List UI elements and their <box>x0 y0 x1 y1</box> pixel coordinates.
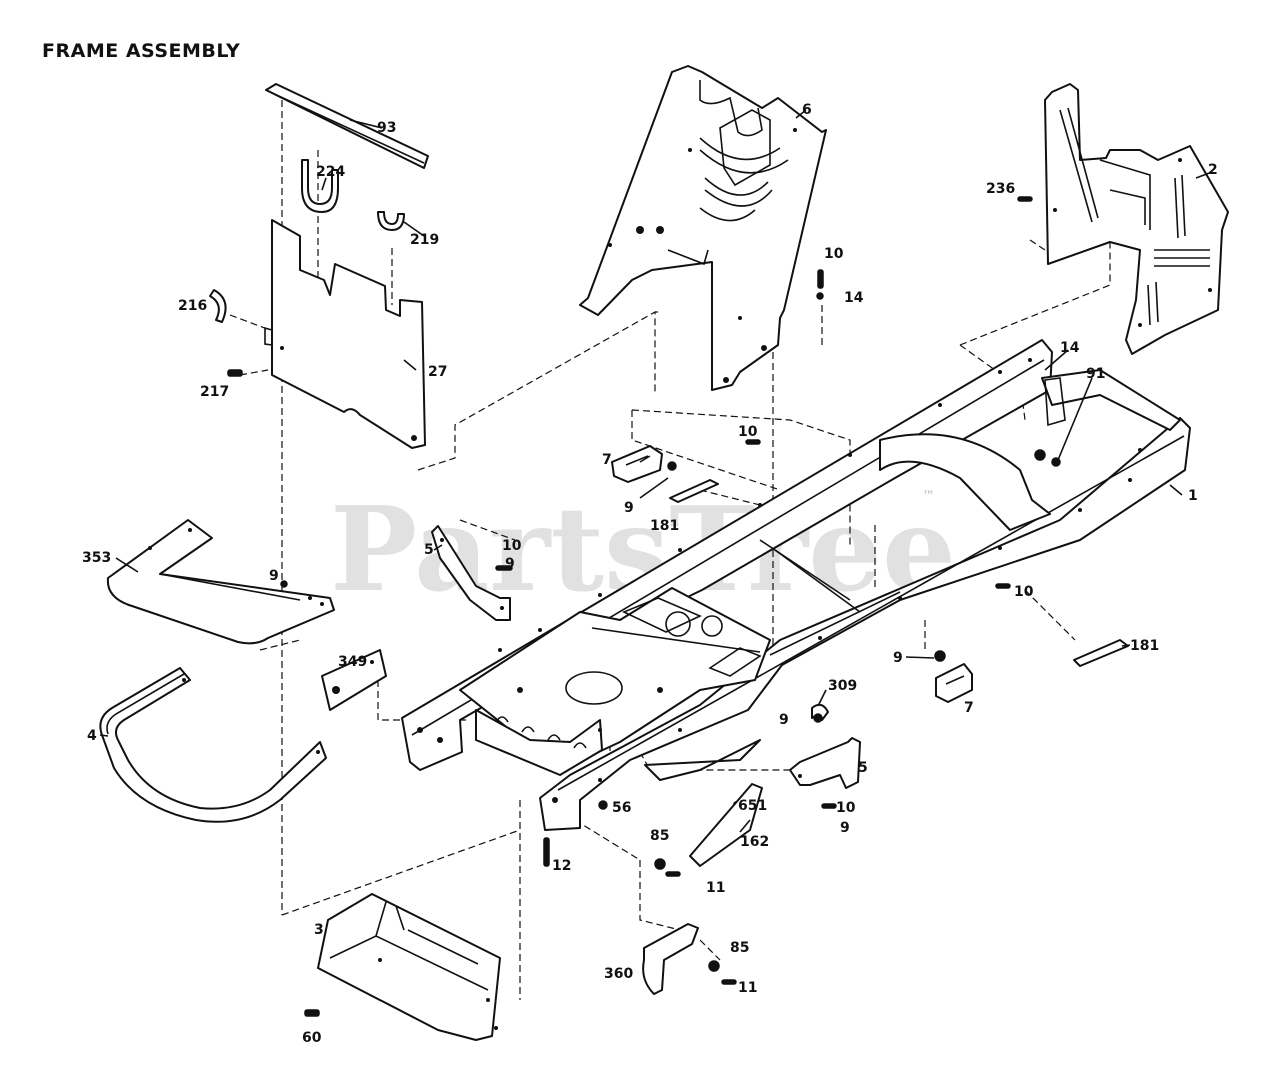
callout-10-d: 10 <box>1014 584 1034 600</box>
part-5-bracket-left <box>431 525 511 621</box>
part-1-main-frame <box>401 339 1191 831</box>
part-219-u-clip <box>377 211 405 231</box>
part-216-clip <box>209 289 227 323</box>
part-217-screw <box>227 369 243 377</box>
callout-10-a: 10 <box>824 246 844 262</box>
part-7-bracket-left <box>611 445 663 483</box>
callout-5-b: 5 <box>858 760 868 776</box>
callout-224: 224 <box>316 164 345 180</box>
callout-9-e: 9 <box>779 712 789 728</box>
callout-9-d: 9 <box>893 650 903 666</box>
callout-85-a: 85 <box>650 828 669 844</box>
callout-9-c: 9 <box>505 556 515 572</box>
callout-6: 6 <box>802 102 812 118</box>
diagram-title: FRAME ASSEMBLY <box>42 40 241 62</box>
callout-56: 56 <box>612 800 631 816</box>
callout-5-a: 5 <box>424 542 434 558</box>
callout-360: 360 <box>604 966 633 982</box>
callout-27: 27 <box>428 364 447 380</box>
callout-7-b: 7 <box>964 700 974 716</box>
part-3-battery-tray <box>317 893 501 1041</box>
callout-10-b: 10 <box>738 424 758 440</box>
part-353-footrest-plate <box>106 519 335 645</box>
part-27-panel <box>264 219 426 449</box>
callout-4: 4 <box>87 728 97 744</box>
part-4-bumper <box>99 667 327 823</box>
callout-9-b: 9 <box>269 568 279 584</box>
part-7-bracket-right <box>935 663 973 703</box>
part-5-bracket-right <box>789 737 861 789</box>
callout-216: 216 <box>178 298 207 314</box>
part-349-bracket <box>321 649 387 711</box>
part-162-guard <box>689 783 763 867</box>
callout-3: 3 <box>314 922 324 938</box>
part-181-strip-right <box>1073 639 1129 667</box>
part-360-bracket <box>642 923 699 995</box>
callout-181-b: 181 <box>1130 638 1159 654</box>
callout-93: 93 <box>377 120 396 136</box>
callout-162: 162 <box>740 834 769 850</box>
callout-12: 12 <box>552 858 571 874</box>
callout-181-a: 181 <box>650 518 679 534</box>
callout-labels: 93 224 219 216 217 27 6 10 14 236 2 14 9… <box>82 102 1218 1046</box>
part-12-bolt <box>543 837 550 867</box>
part-56-bushing <box>598 800 608 810</box>
part-2-rear-bracket <box>1044 83 1229 355</box>
callout-7-a: 7 <box>602 452 612 468</box>
part-224-u-bracket <box>301 159 339 213</box>
callout-60: 60 <box>302 1030 322 1046</box>
callout-85-b: 85 <box>730 940 749 956</box>
callout-10-c: 10 <box>502 538 522 554</box>
callout-14-a: 14 <box>844 290 864 306</box>
callout-236: 236 <box>986 181 1015 197</box>
part-93-rail <box>265 83 429 169</box>
callout-9-f: 9 <box>840 820 850 836</box>
callout-11-b: 11 <box>738 980 757 996</box>
callout-349: 349 <box>338 654 367 670</box>
callout-219: 219 <box>410 232 439 248</box>
callout-11-a: 11 <box>706 880 725 896</box>
trademark: ™ <box>922 489 935 504</box>
callout-651: 651 <box>738 798 767 814</box>
leader-lines <box>99 109 1213 833</box>
callout-217: 217 <box>200 384 229 400</box>
callout-14-b: 14 <box>1060 340 1080 356</box>
callout-1: 1 <box>1188 488 1198 504</box>
callout-91: 91 <box>1086 366 1105 382</box>
callout-353: 353 <box>82 550 111 566</box>
callout-309: 309 <box>828 678 857 694</box>
callout-2: 2 <box>1208 162 1218 178</box>
callout-9-a: 9 <box>624 500 634 516</box>
callout-10-e: 10 <box>836 800 856 816</box>
part-6-dash-tower <box>579 65 827 391</box>
part-181-strip-left <box>669 479 719 503</box>
